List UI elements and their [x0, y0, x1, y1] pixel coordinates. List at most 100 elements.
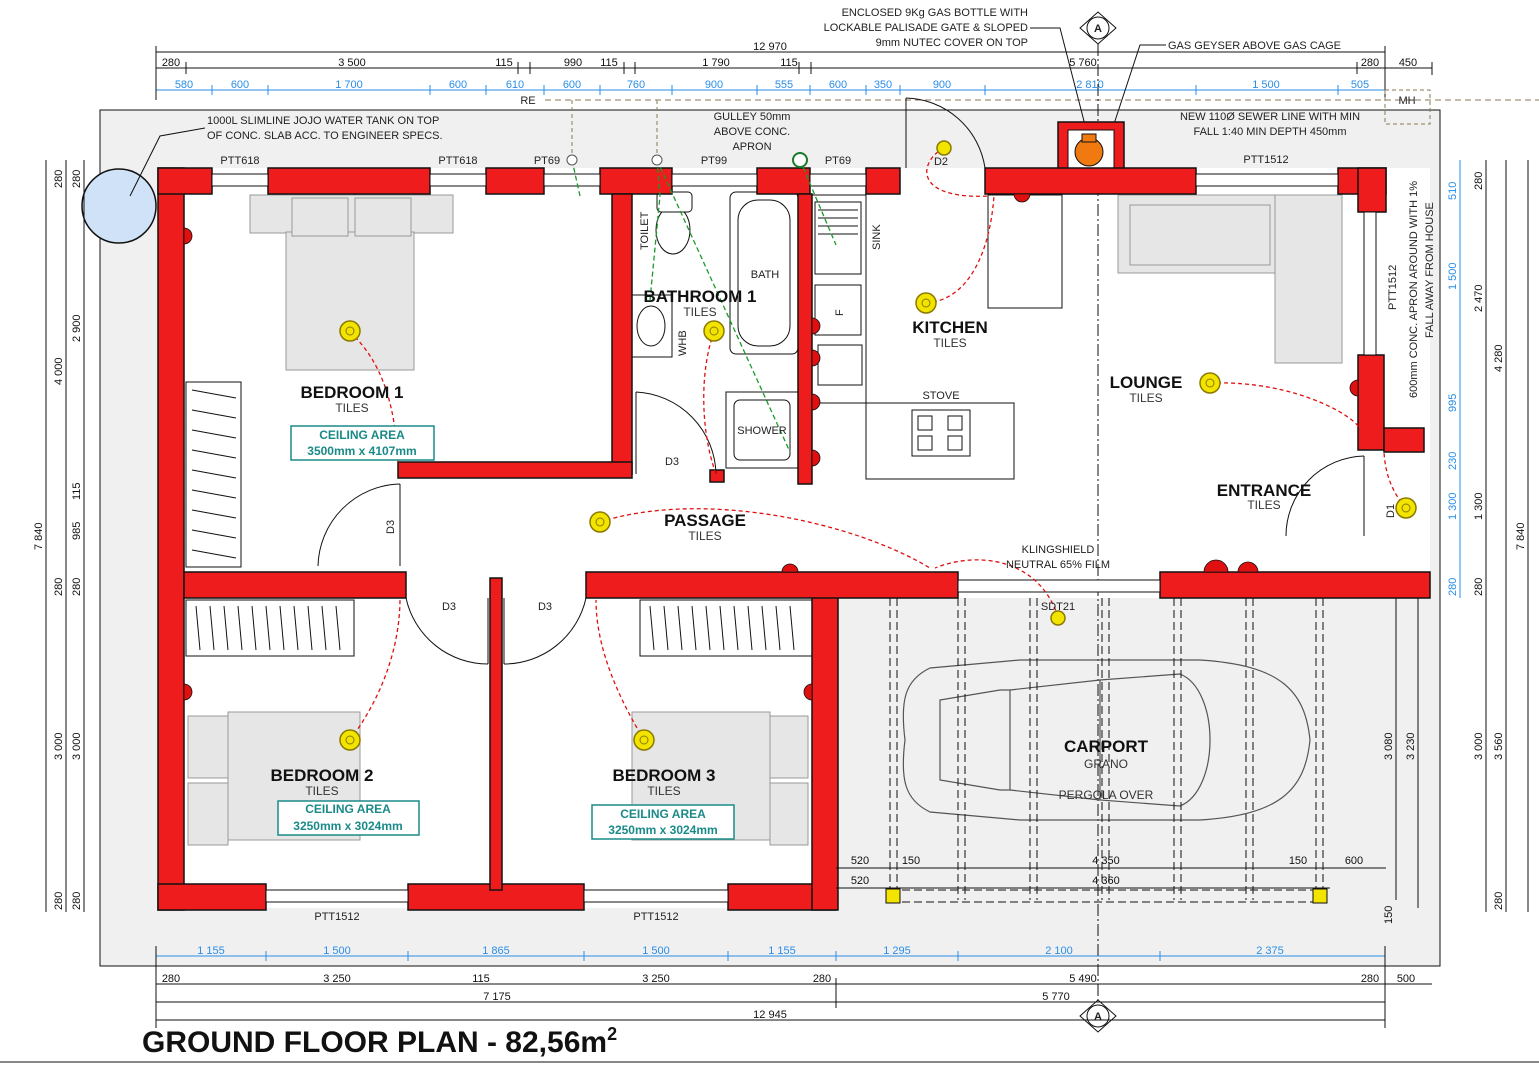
dim-top-blue: 760	[627, 79, 645, 91]
dim-carport: 520	[851, 855, 869, 867]
dim-top: 115	[495, 57, 513, 69]
toilet-label: TOILET	[639, 211, 651, 250]
dim-left: 3 000	[53, 732, 65, 760]
dim-bottom-blue: 1 865	[482, 945, 510, 957]
finish-carport: GRANO	[1084, 757, 1128, 771]
dim-right-blue: 1 300	[1447, 492, 1459, 520]
finish-lounge: TILES	[1129, 391, 1162, 405]
dim-left: 115	[71, 482, 83, 500]
gulley-note: GULLEY 50mm	[714, 111, 791, 123]
dim-top: 990	[564, 57, 582, 69]
dim-bottom-blue: 1 500	[642, 945, 670, 957]
dim-top-blue: 900	[705, 79, 723, 91]
finish-bedroom3: TILES	[647, 784, 680, 798]
dim-top-blue: 610	[506, 79, 524, 91]
whb-label: WHB	[677, 330, 689, 356]
gulley-note: APRON	[732, 141, 771, 153]
dim-left: 280	[53, 578, 65, 596]
shower-label: SHOWER	[737, 425, 787, 437]
bedroom1-bed	[249, 194, 454, 371]
carport-pergola-note: PERGOLA OVER	[1059, 788, 1154, 802]
window-label: PT69	[534, 155, 560, 167]
dim-bottom-blue: 1 295	[883, 945, 911, 957]
ceiling-value: 3500mm x 4107mm	[307, 444, 416, 458]
door-label: D3	[665, 456, 679, 468]
plan-title-sup: 2	[607, 1024, 617, 1044]
door-label: D1	[1385, 504, 1397, 518]
dim-bottom: 5 770	[1042, 991, 1070, 1003]
window-label: PTT618	[220, 155, 259, 167]
gulley-note: ABOVE CONC.	[714, 126, 790, 138]
dim-right: 2 470	[1473, 284, 1485, 312]
ceiling-label: CEILING AREA	[305, 802, 391, 816]
plan-title-main: GROUND FLOOR PLAN - 82,56m	[142, 1026, 607, 1059]
dim-right: 280	[1473, 578, 1485, 596]
dim-top: 3 500	[338, 57, 366, 69]
plan-title: GROUND FLOOR PLAN - 82,56m2	[142, 1024, 617, 1059]
sewer-note: NEW 110Ø SEWER LINE WITH MIN	[1180, 111, 1360, 123]
dim-carport: 520	[851, 875, 869, 887]
room-bedroom3: BEDROOM 3	[613, 766, 716, 785]
dim-bottom: 7 175	[483, 991, 511, 1003]
window-label: PTT1512	[1387, 265, 1399, 310]
dim-right-blue: 230	[1447, 452, 1459, 470]
dim-right: 3 000	[1473, 732, 1485, 760]
dim-bottom: 3 250	[323, 973, 351, 985]
section-label: A	[1094, 23, 1102, 35]
dim-carport: 150	[1289, 855, 1307, 867]
dim-carport: 4 350	[1092, 855, 1120, 867]
dim-right: 4 280	[1493, 344, 1505, 372]
window-label: PTT1512	[314, 911, 359, 923]
apron-note: 600mm CONC. APRON AROUND WITH 1%	[1408, 181, 1420, 398]
pergola	[889, 598, 1324, 903]
finish-passage: TILES	[688, 529, 721, 543]
finish-entrance: TILES	[1247, 498, 1280, 512]
bedroom2-wardrobe	[185, 599, 355, 657]
section-marker-bottom: A	[1079, 999, 1117, 1033]
klingshield-note: KLINGSHIELD	[1022, 544, 1095, 556]
dim-left: 280	[53, 170, 65, 188]
room-kitchen: KITCHEN	[912, 318, 988, 337]
dim-bottom: 500	[1397, 973, 1415, 985]
dim-right: 1 300	[1473, 492, 1485, 520]
dim-carport: 150	[902, 855, 920, 867]
stove-label: STOVE	[922, 390, 959, 402]
section-marker-top: A	[1079, 11, 1117, 45]
water-tank	[81, 168, 157, 244]
window-label: PTT618	[438, 155, 477, 167]
room-bathroom1: BATHROOM 1	[643, 287, 756, 306]
dim-top-blue: 600	[563, 79, 581, 91]
bedroom1-wardrobe	[185, 381, 242, 568]
lights	[339, 140, 1417, 751]
sdt-label: SDT21	[1041, 601, 1075, 613]
sink-label: SINK	[871, 224, 883, 250]
finish-bathroom1: TILES	[683, 305, 716, 319]
bathroom-fixtures	[631, 191, 799, 469]
window-label: PTT1512	[1243, 154, 1288, 166]
dim-right-blue: 1 500	[1447, 262, 1459, 290]
dim-left: 280	[71, 892, 83, 910]
top-dimensions: 12 970 280 3 500 115 990 115 1 790 115 5…	[155, 41, 1433, 100]
dim-bottom: 3 250	[642, 973, 670, 985]
dim-carport: 3 080	[1383, 732, 1395, 760]
dim-left: 280	[71, 578, 83, 596]
geyser-note: GAS GEYSER ABOVE GAS CAGE	[1168, 40, 1341, 52]
finish-bedroom1: TILES	[335, 401, 368, 415]
kitchen-island	[865, 402, 1015, 480]
dim-bottom: 280	[813, 973, 831, 985]
door-label: D3	[442, 601, 456, 613]
window-label: PTT1512	[633, 911, 678, 923]
dim-top: 280	[162, 57, 180, 69]
room-passage: PASSAGE	[664, 511, 746, 530]
dim-right: 280	[1473, 172, 1485, 190]
dim-top-blue: 1 500	[1252, 79, 1280, 91]
dim-right: 280	[1493, 892, 1505, 910]
re-label: RE	[520, 95, 535, 107]
room-bedroom2: BEDROOM 2	[271, 766, 374, 785]
dim-carport: 150	[1383, 906, 1395, 924]
ceiling-area-bedroom3: CEILING AREA 3250mm x 3024mm	[591, 804, 735, 840]
door-label: D3	[538, 601, 552, 613]
fridge-label: F	[834, 309, 846, 316]
window-label: PT69	[825, 155, 851, 167]
carport-dimensions: 520 150 4 350 150 600 520 4 360 3 080 3 …	[836, 598, 1419, 924]
